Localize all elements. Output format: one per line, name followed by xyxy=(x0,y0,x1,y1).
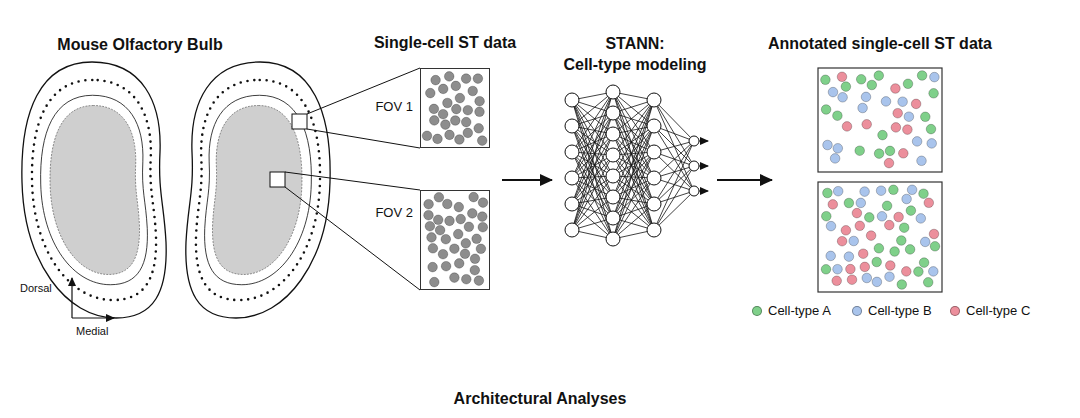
flow-arrow xyxy=(502,179,552,181)
fov-selection xyxy=(270,68,420,290)
panel-group: Annotated single-cell ST data xyxy=(775,35,985,295)
panel-heading: Single-cell ST data xyxy=(374,34,516,52)
fov-label: FOV 1 xyxy=(375,99,413,114)
fov-box: FOV 1 xyxy=(420,68,490,148)
panel-heading: Annotated single-cell ST data xyxy=(768,35,992,53)
neural-network xyxy=(565,85,708,246)
legend-swatch xyxy=(752,306,762,316)
legend-item: Cell-type B xyxy=(852,303,932,318)
legend-item: Cell-type C xyxy=(950,303,1030,318)
axis-arrows xyxy=(72,278,114,318)
olfactory-bulb xyxy=(22,62,330,318)
section-title: Architectural Analyses xyxy=(454,390,627,408)
fov-box: FOV 2 xyxy=(420,190,490,290)
flow-arrow xyxy=(717,179,772,181)
figure-title: Mouse Olfactory Bulb xyxy=(57,36,222,54)
fov-label: FOV 2 xyxy=(375,205,413,220)
panel-group: STANN: Cell-type modeling xyxy=(555,35,715,245)
panel-group: Single-cell ST dataFOV 1FOV 2 xyxy=(390,62,500,294)
axis-label: Medial xyxy=(76,325,108,337)
cell-dots xyxy=(422,71,940,290)
legend-swatch xyxy=(950,306,960,316)
panel-heading: Cell-type modeling xyxy=(563,56,706,74)
annotated-frames xyxy=(818,68,942,292)
axis-label: Dorsal xyxy=(20,282,52,294)
panel-heading: STANN: xyxy=(605,35,664,53)
legend-item: Cell-type A xyxy=(752,303,831,318)
legend-swatch xyxy=(852,306,862,316)
legend-text: Cell-type B xyxy=(868,303,932,318)
legend-text: Cell-type C xyxy=(966,303,1030,318)
legend-text: Cell-type A xyxy=(768,303,831,318)
